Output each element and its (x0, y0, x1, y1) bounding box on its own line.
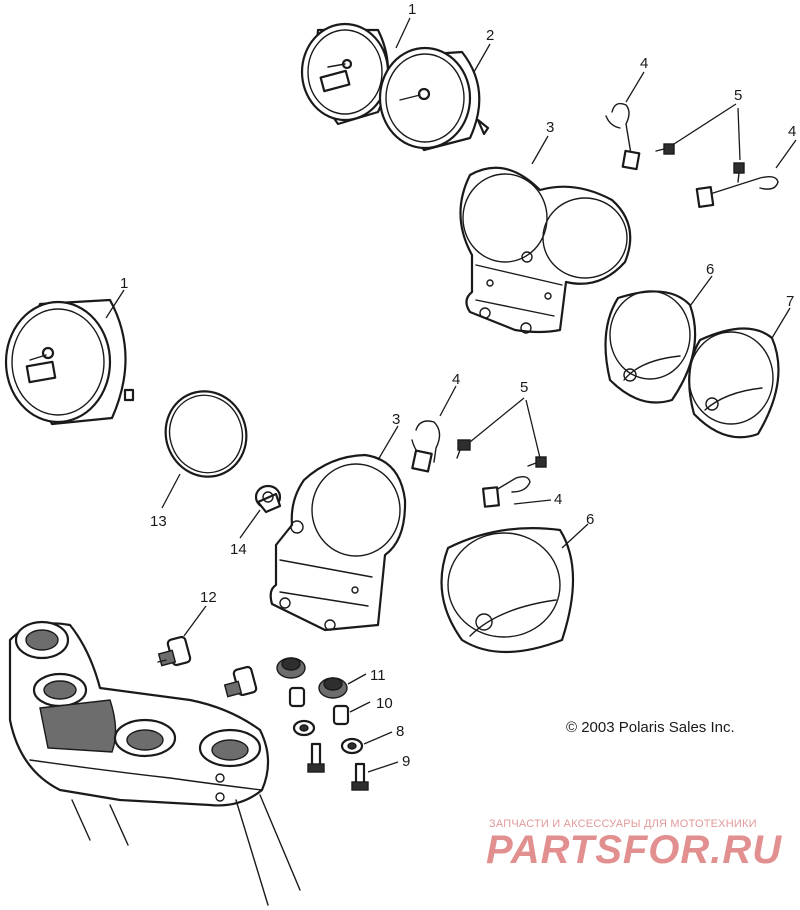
callout-8: 8 (396, 723, 404, 740)
callout-10: 10 (376, 695, 393, 712)
callout-3-upper: 3 (546, 119, 554, 136)
bolt-9-left (307, 742, 325, 773)
cup-6-upper (604, 290, 697, 404)
spacer-10-left (288, 686, 306, 708)
spacer-10-right (332, 704, 350, 726)
cup-7 (688, 327, 780, 439)
callout-12: 12 (200, 589, 217, 606)
copyright-notice: © 2003 Polaris Sales Inc. (566, 719, 735, 736)
callout-2: 2 (486, 27, 494, 44)
callout-4-lower-bottom: 4 (554, 491, 562, 508)
grommet-11-right (318, 677, 348, 699)
triple-clamp (8, 620, 301, 906)
callout-13: 13 (150, 513, 167, 530)
seal-ring-13 (164, 390, 248, 478)
callout-9: 9 (402, 753, 410, 770)
grommet-12-right (223, 665, 258, 698)
callout-11: 11 (370, 667, 386, 684)
clip-4-lower-top (411, 420, 441, 473)
screw-5-lower-left (456, 439, 471, 459)
callout-1-top: 1 (408, 1, 416, 18)
callout-labels: 1 2 3 4 5 4 1 6 7 4 5 3 13 14 4 6 12 11 … (120, 1, 796, 770)
washer-8-left (292, 719, 316, 737)
gauge-1-upper (300, 22, 390, 126)
screw-5-upper-right (733, 162, 745, 183)
bolt-9-right (351, 762, 369, 791)
bracket-3-lower (269, 453, 407, 632)
callout-5-upper: 5 (734, 87, 742, 104)
gauge-2-upper (378, 46, 490, 152)
callout-3-lower: 3 (392, 411, 400, 428)
callout-14: 14 (230, 541, 247, 558)
callout-4-upper-left: 4 (640, 55, 648, 72)
watermark-logo: PARTSFOR.RU (486, 828, 783, 872)
grommet-12-left (157, 635, 192, 667)
clip-4-lower-bottom (481, 475, 531, 508)
callout-6-upper: 6 (706, 261, 714, 278)
callout-4-upper-right: 4 (788, 123, 796, 140)
bulb-socket-14 (254, 484, 282, 514)
gauge-1-large (4, 298, 135, 426)
callout-6-lower: 6 (586, 511, 594, 528)
watermark-tagline: ЗАПЧАСТИ И АКСЕССУАРЫ ДЛЯ МОТОТЕХНИКИ (489, 818, 757, 830)
grommet-11-left (276, 657, 306, 679)
cup-6-lower (440, 527, 575, 654)
leader-lines (105, 17, 797, 773)
washer-8-right (340, 737, 364, 755)
callout-1-large: 1 (120, 275, 128, 292)
clip-4-upper-left (605, 102, 641, 171)
bracket-3-upper (459, 166, 632, 334)
callout-5-lower: 5 (520, 379, 528, 396)
screw-5-lower-right (527, 456, 547, 468)
clip-4-upper-right (695, 175, 779, 208)
callout-4-lower-top: 4 (452, 371, 460, 388)
screw-5-upper-left (655, 143, 675, 155)
callout-7: 7 (786, 293, 794, 310)
